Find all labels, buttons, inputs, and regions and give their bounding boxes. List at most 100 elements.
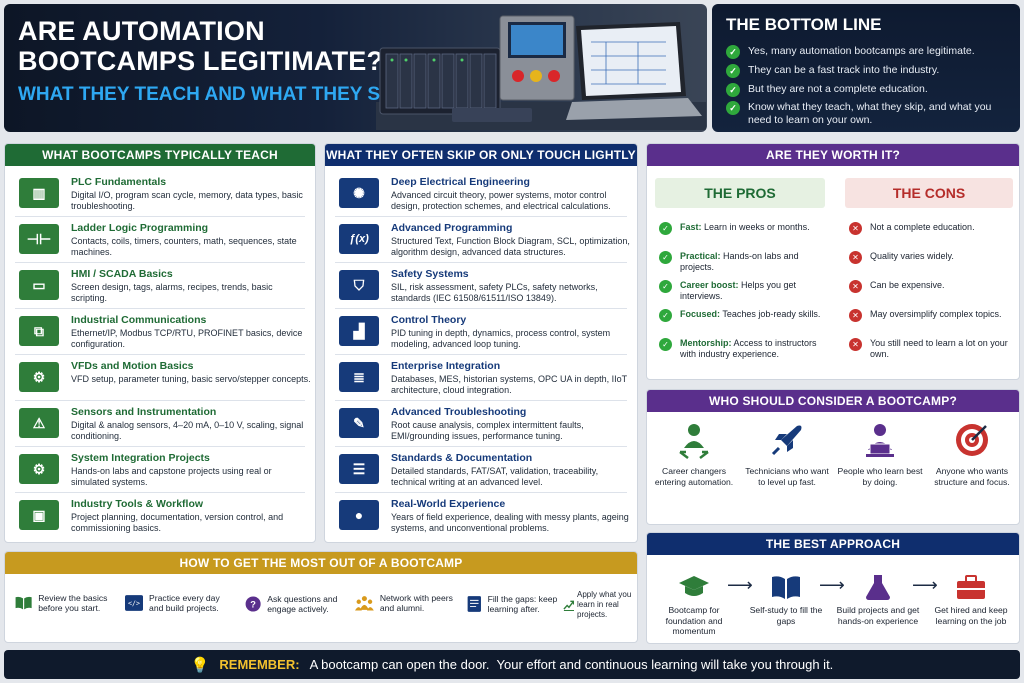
- divider: [335, 308, 627, 309]
- approach-step: Get hired and keep learning on the job: [928, 573, 1014, 626]
- skip-item-title: Advanced Troubleshooting: [391, 406, 527, 418]
- tip-item: ? Ask questions and engage actively.: [245, 590, 345, 618]
- check-icon: ✓: [726, 101, 740, 115]
- pro-text: Teaches job-ready skills.: [720, 309, 821, 319]
- pro-label: Focused:: [680, 309, 721, 319]
- who-item: Technicians who want to level up fast.: [742, 420, 832, 504]
- rocket-icon: [771, 425, 802, 456]
- who-panel: WHO SHOULD CONSIDER A BOOTCAMP? Career c…: [646, 389, 1020, 525]
- con-item: ✕May oversimplify complex topics.: [849, 309, 1009, 322]
- page-subtitle: WHAT THEY TEACH AND WHAT THEY SKIP: [18, 84, 412, 105]
- people-icon: [355, 596, 374, 611]
- worth-title: ARE THEY WORTH IT?: [647, 144, 1019, 166]
- skip-item-title: Real-World Experience: [391, 498, 506, 510]
- cons-title: THE CONS: [845, 178, 1013, 208]
- check-icon: ✓: [726, 83, 740, 97]
- check-icon: ✓: [659, 222, 672, 235]
- tip-item: Review the basics before you start.: [15, 590, 115, 616]
- con-item: ✕Quality varies widely.: [849, 251, 1009, 264]
- pro-item: ✓Practical: Hands-on labs and projects.: [659, 251, 831, 273]
- teach-item-desc: Hands-on labs and capstone projects usin…: [71, 466, 272, 487]
- most-out-panel: HOW TO GET THE MOST OUT OF A BOOTCAMP Re…: [4, 551, 638, 643]
- monitor-icon: ▭: [19, 270, 59, 300]
- teach-title: WHAT BOOTCAMPS TYPICALLY TEACH: [5, 144, 315, 166]
- approach-step: Self-study to fill the gaps: [743, 573, 829, 626]
- best-approach-title: THE BEST APPROACH: [647, 533, 1019, 555]
- network-icon: ⧉: [19, 316, 59, 346]
- approach-step: Bootcamp for foundation and momentum: [651, 573, 737, 637]
- divider: [15, 492, 305, 493]
- shield-icon: ⛉: [339, 270, 379, 300]
- notes-icon: [467, 596, 481, 612]
- code-icon: </>: [125, 595, 144, 611]
- flask-icon: [866, 575, 890, 600]
- divider: [335, 354, 627, 355]
- check-icon: ✓: [659, 251, 672, 264]
- worth-panel: ARE THEY WORTH IT? THE PROS THE CONS ✓Fa…: [646, 143, 1020, 380]
- divider: [335, 446, 627, 447]
- pro-text: Helps you get interviews.: [680, 280, 797, 301]
- who-item: Anyone who wants structure and focus.: [927, 420, 1017, 504]
- person-icon: ●: [339, 500, 379, 530]
- skip-item-title: Standards & Documentation: [391, 452, 533, 464]
- con-text: Can be expensive.: [870, 280, 945, 290]
- bottom-line-point: ✓But they are not a complete education.: [726, 83, 1011, 97]
- document-icon: ☰: [339, 454, 379, 484]
- ladder-icon: ⊣⊢: [19, 224, 59, 254]
- growth-icon: [563, 600, 575, 611]
- remember-banner: 💡 REMEMBER: A bootcamp can open the door…: [4, 650, 1020, 679]
- teach-item-desc: Screen design, tags, alarms, recipes, tr…: [71, 282, 273, 303]
- teach-item-title: VFDs and Motion Basics: [71, 360, 194, 372]
- skip-item-title: Enterprise Integration: [391, 360, 501, 372]
- x-icon: ✕: [849, 280, 862, 293]
- bottom-line-panel: THE BOTTOM LINE ✓Yes, many automation bo…: [712, 4, 1020, 132]
- page-title: ARE AUTOMATION BOOTCAMPS LEGITIMATE?: [18, 16, 384, 76]
- skip-item-title: Deep Electrical Engineering: [391, 176, 530, 188]
- hero-banner: ARE AUTOMATION BOOTCAMPS LEGITIMATE? WHA…: [4, 4, 707, 132]
- approach-step: Build projects and get hands-on experien…: [835, 573, 921, 626]
- pro-text: Access to instructors with industry expe…: [680, 338, 817, 359]
- wrench-icon: ✎: [339, 408, 379, 438]
- con-item: ✕Not a complete education.: [849, 222, 1009, 235]
- gears-icon: ⚙: [19, 454, 59, 484]
- x-icon: ✕: [849, 309, 862, 322]
- teach-item-title: PLC Fundamentals: [71, 176, 167, 188]
- teach-item-desc: Ethernet/IP, Modbus TCP/RTU, PROFINET ba…: [71, 328, 303, 349]
- skip-item-desc: Structured Text, Function Block Diagram,…: [391, 236, 630, 257]
- con-text: Not a complete education.: [870, 222, 975, 232]
- bottom-line-point: ✓Know what they teach, what they skip, a…: [726, 101, 1011, 127]
- teach-item-desc: Project planning, documentation, version…: [71, 512, 284, 533]
- divider: [15, 262, 305, 263]
- lightbulb-icon: 💡: [190, 656, 210, 674]
- check-icon: ✓: [726, 64, 740, 78]
- con-text: Quality varies widely.: [870, 251, 954, 261]
- skip-item-desc: Databases, MES, historian systems, OPC U…: [391, 374, 627, 395]
- bottom-line-point: ✓They can be a fast track into the indus…: [726, 64, 1011, 78]
- pro-label: Mentorship:: [680, 338, 732, 348]
- con-item: ✕ Can be expensive.: [849, 280, 1009, 293]
- chart-icon: ▟: [339, 316, 379, 346]
- pro-item: ✓Focused: Teaches job-ready skills.: [659, 309, 831, 322]
- arrow-right-icon: ⟶: [819, 575, 845, 595]
- divider: [15, 400, 305, 401]
- remember-label: REMEMBER:: [219, 657, 300, 672]
- teach-item-title: Ladder Logic Programming: [71, 222, 209, 234]
- arrow-right-icon: ⟶: [912, 575, 938, 595]
- database-icon: ≣: [339, 362, 379, 392]
- toolbox-icon: ▣: [19, 500, 59, 530]
- bottom-line-point: ✓Yes, many automation bootcamps are legi…: [726, 45, 1011, 59]
- warning-icon: ⚠: [19, 408, 59, 438]
- pro-text: Hands-on labs and projects.: [680, 251, 799, 272]
- book-icon: [772, 576, 800, 599]
- bottom-line-title: THE BOTTOM LINE: [726, 15, 882, 34]
